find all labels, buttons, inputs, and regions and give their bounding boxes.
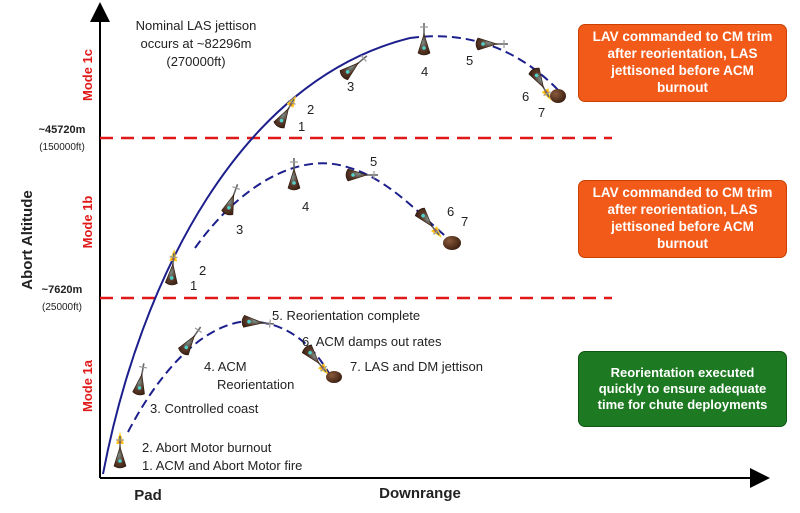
vehicle-1a-3	[131, 361, 151, 397]
num-1b-1: 1	[190, 278, 197, 293]
threshold-lower-value: ~7620m	[42, 284, 83, 296]
num-1b-3: 3	[236, 222, 243, 237]
crew-module-1a	[326, 371, 342, 383]
step-1a-6: 6. ACM damps out rates	[302, 334, 442, 349]
x-axis-label: Downrange	[379, 485, 461, 502]
vehicle-1c-1	[272, 93, 300, 131]
threshold-upper-value: ~45720m	[39, 124, 86, 136]
vehicle-1b-5	[345, 168, 379, 182]
y-axis-label: Abort Altitude	[19, 190, 36, 289]
step-1a-3: 3. Controlled coast	[150, 401, 259, 416]
num-1b-2: 2	[199, 263, 206, 278]
num-1b-6: 6	[447, 204, 454, 219]
vehicle-1a-5	[240, 314, 276, 331]
num-1c-5: 5	[466, 53, 473, 68]
crew-module-1c	[550, 89, 566, 103]
num-1c-4: 4	[421, 64, 428, 79]
threshold-upper-sub: (150000ft)	[39, 142, 85, 153]
mode-1a-callout: Reorientation executed quickly to ensure…	[578, 351, 787, 427]
vehicle-1a-1	[113, 432, 127, 469]
step-1a-4: 4. ACM	[204, 359, 247, 374]
mode-1b-label: Mode 1b	[80, 196, 95, 249]
mode-1c-callout: LAV commanded to CM trim after reorienta…	[578, 24, 787, 102]
vehicle-1b-4	[287, 157, 301, 191]
vehicle-1c-4	[417, 22, 431, 56]
jettison-note-line-2: occurs at ~82296m	[141, 36, 252, 51]
num-1b-5: 5	[370, 154, 377, 169]
main-trajectory	[102, 37, 411, 475]
step-1a-7: 7. LAS and DM jettison	[350, 359, 483, 374]
vehicle-1c-3	[337, 50, 372, 82]
mode-1b-callout: LAV commanded to CM trim after reorienta…	[578, 180, 787, 258]
mode-1a-label: Mode 1a	[80, 359, 95, 412]
num-1c-6: 6	[522, 89, 529, 104]
num-1b-4: 4	[302, 199, 309, 214]
step-1a-4b: Reorientation	[217, 377, 294, 392]
vehicle-1b-6	[413, 205, 445, 241]
num-1c-3: 3	[347, 79, 354, 94]
vehicle-1c-5	[475, 37, 509, 51]
num-1c-7: 7	[538, 105, 545, 120]
jettison-note-line-1: Nominal LAS jettison	[136, 18, 257, 33]
step-1a-1: 1. ACM and Abort Motor fire	[142, 458, 302, 473]
crew-module-1b	[443, 236, 461, 250]
jettison-note-line-3: (270000ft)	[166, 54, 225, 69]
num-1b-7: 7	[461, 214, 468, 229]
threshold-lower-sub: (25000ft)	[42, 302, 82, 313]
step-1a-5: 5. Reorientation complete	[272, 308, 420, 323]
trajectory-1c	[409, 35, 561, 93]
step-1a-2: 2. Abort Motor burnout	[142, 440, 272, 455]
mode-1c-label: Mode 1c	[80, 49, 95, 101]
vehicle-1b-3	[220, 181, 244, 218]
num-1c-2: 2	[307, 102, 314, 117]
trajectory-1a	[127, 320, 331, 433]
origin-label: Pad	[134, 487, 162, 504]
vehicle-1b-1	[164, 248, 181, 287]
num-1c-1: 1	[298, 119, 305, 134]
